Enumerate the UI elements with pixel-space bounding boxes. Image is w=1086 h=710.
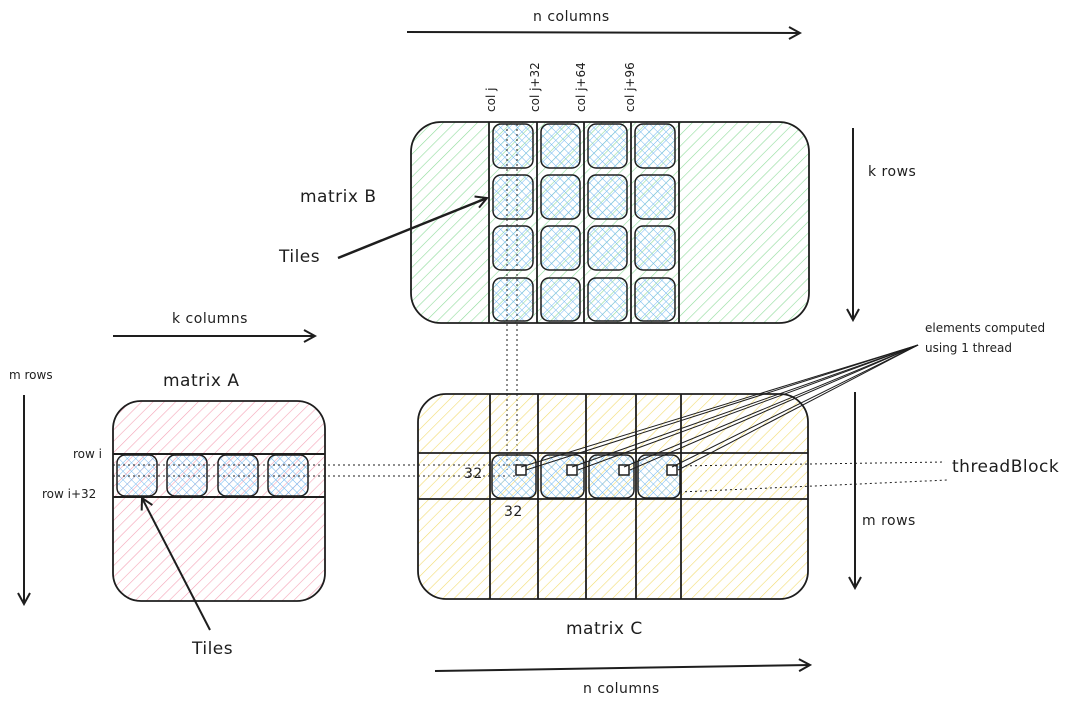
thread-block-label: threadBlock (952, 457, 1060, 477)
elements-note-leader-lines (520, 344, 919, 471)
tile-width-label: 32 (504, 504, 523, 520)
matrix-b-tiles (492, 123, 676, 322)
bottom-n-columns-arrow (434, 665, 810, 671)
tiles-b-label: Tiles (279, 247, 321, 267)
elements-note-line2: using 1 thread (925, 341, 1013, 355)
matrix-c-label: matrix C (566, 619, 643, 639)
k-columns-label: k columns (172, 311, 248, 327)
col-j96-label: col j+96 (623, 62, 637, 112)
col-j-label: col j (484, 87, 498, 112)
m-rows-left-label: m rows (9, 368, 53, 382)
col-j64-label: col j+64 (574, 62, 588, 112)
tiles-a-label: Tiles (192, 639, 234, 659)
matrix-b-label: matrix B (300, 187, 377, 207)
bottom-n-columns-label: n columns (583, 681, 660, 697)
m-rows-right-label: m rows (862, 513, 916, 529)
k-rows-label: k rows (868, 164, 917, 180)
col-j32-label: col j+32 (528, 62, 542, 112)
matrix-b (410, 121, 810, 470)
top-n-columns-label: n columns (533, 9, 610, 25)
elements-note-line1: elements computed (925, 321, 1046, 335)
tiles-b-arrow (337, 198, 487, 260)
row-i-label: row i (73, 447, 102, 461)
top-n-columns-arrow (406, 32, 800, 33)
tiles-a-arrow (142, 498, 211, 631)
row-i32-label: row i+32 (42, 487, 97, 501)
thread-element-squares (515, 464, 678, 476)
tile-height-label: 32 (464, 466, 483, 482)
matrix-c (417, 344, 949, 600)
matrix-a-label: matrix A (163, 371, 240, 391)
